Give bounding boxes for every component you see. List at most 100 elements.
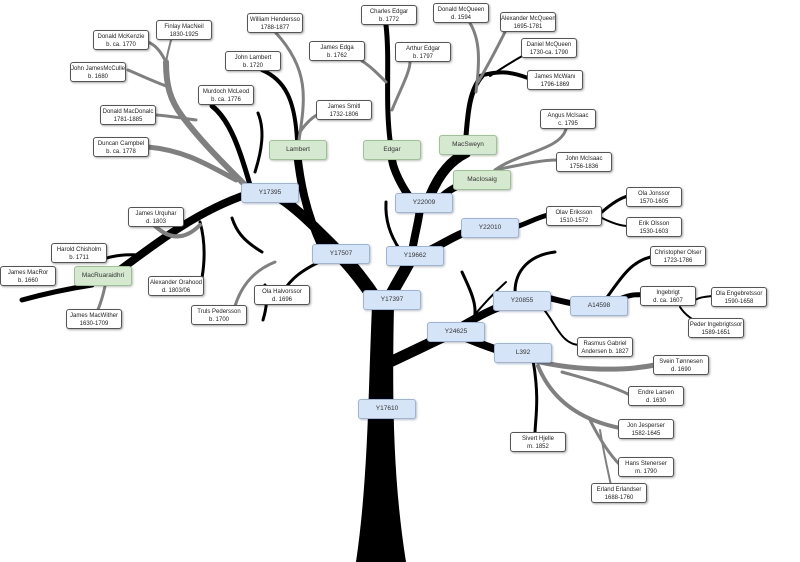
branch xyxy=(493,158,559,172)
branch xyxy=(471,281,507,319)
branch xyxy=(116,190,252,274)
person-node[interactable]: James McWanı 1796-1869 xyxy=(527,70,583,90)
haplogroup-node[interactable]: Y19662 xyxy=(386,246,444,266)
person-name: James Urquhar xyxy=(135,211,177,217)
haplogroup-node[interactable]: A14598 xyxy=(570,296,628,316)
haplogroup-node[interactable]: Y17507 xyxy=(312,244,370,264)
branch xyxy=(163,59,249,189)
person-node[interactable]: Ola Jonssor 1570-1605 xyxy=(626,187,682,207)
haplogroup-node[interactable]: Y22010 xyxy=(461,218,519,238)
branch xyxy=(230,216,264,254)
haplogroup-node[interactable]: Y17610 xyxy=(358,399,416,419)
person-node[interactable]: Jon Jesperser 1582-1645 xyxy=(618,419,674,439)
person-name: James McWanı xyxy=(534,74,576,80)
person-dates: 1781-1885 xyxy=(113,117,143,123)
person-dates: 1732-1806 xyxy=(329,112,359,118)
person-name: John JamesMcCuller xyxy=(71,66,126,72)
person-name: Jon Jesperser xyxy=(627,423,665,429)
branch xyxy=(198,220,206,280)
person-name: Rasmus Gabriel xyxy=(583,341,627,347)
branch xyxy=(603,254,657,302)
person-name: William Hendersso xyxy=(249,17,300,23)
person-dates: d. 1690 xyxy=(670,367,692,373)
branch xyxy=(209,103,253,188)
person-dates: 1730-ca. 1790 xyxy=(529,50,569,56)
surname-node[interactable]: Lambert xyxy=(269,140,327,160)
person-name: Arthur Edgar xyxy=(405,46,441,52)
branch xyxy=(560,370,632,397)
surname-node[interactable]: MacIosaig xyxy=(453,170,511,190)
person-name: James MacWither xyxy=(69,313,118,319)
person-name: Angus McIsaac xyxy=(547,113,589,119)
person-name: Daniel McQueen xyxy=(526,42,572,48)
branch xyxy=(536,364,622,430)
person-name: Charles Edgar xyxy=(369,9,409,15)
branch xyxy=(390,60,412,112)
person-dates: 1688-1760 xyxy=(604,495,634,501)
haplogroup-node[interactable]: Y17395 xyxy=(241,183,299,203)
haplogroup-node[interactable]: Y24625 xyxy=(427,322,485,342)
haplogroup-node[interactable]: Y17397 xyxy=(363,290,421,310)
surname-node[interactable]: MacRuaraidhri xyxy=(74,266,132,286)
person-node[interactable]: Donald MacDonalc 1781-1885 xyxy=(100,105,156,125)
person-name: Donald MacDonalc xyxy=(102,109,154,115)
surname-node[interactable]: MacSweyn xyxy=(439,135,497,155)
surname-node[interactable]: Edgar xyxy=(363,140,421,160)
person-dates: b. 1711 xyxy=(69,255,89,261)
person-dates: b. ca. 1770 xyxy=(106,42,136,48)
haplogroup-node[interactable]: Y22009 xyxy=(395,193,453,213)
person-dates: d. 1803/06 xyxy=(161,288,191,294)
person-name: Murdoch McLeod xyxy=(202,89,250,95)
person-name: Endre Larsen xyxy=(637,390,675,396)
person-dates: d. 1594 xyxy=(450,15,472,21)
person-dates: 1582-1645 xyxy=(631,431,661,437)
person-dates: 1570-1605 xyxy=(639,199,669,205)
haplogroup-node[interactable]: Y20855 xyxy=(493,291,551,311)
person-name: Hans Stenerser xyxy=(625,461,667,467)
person-dates: 1796-1869 xyxy=(540,82,570,88)
person-name: Finlay MacNeil xyxy=(164,24,204,30)
haplogroup-node[interactable]: L392 xyxy=(494,343,552,363)
branch xyxy=(531,358,539,436)
person-dates: b. 1700 xyxy=(208,317,230,323)
person-name: Ola Jonssor xyxy=(637,191,670,197)
person-name: Donald McQueen xyxy=(437,7,485,13)
person-node[interactable]: Donald McQueen d. 1594 xyxy=(433,3,489,23)
person-node[interactable]: Daniel McQueen 1730-ca. 1790 xyxy=(521,38,577,58)
branch xyxy=(476,30,507,84)
person-name: Alexander McQueen xyxy=(501,16,556,22)
